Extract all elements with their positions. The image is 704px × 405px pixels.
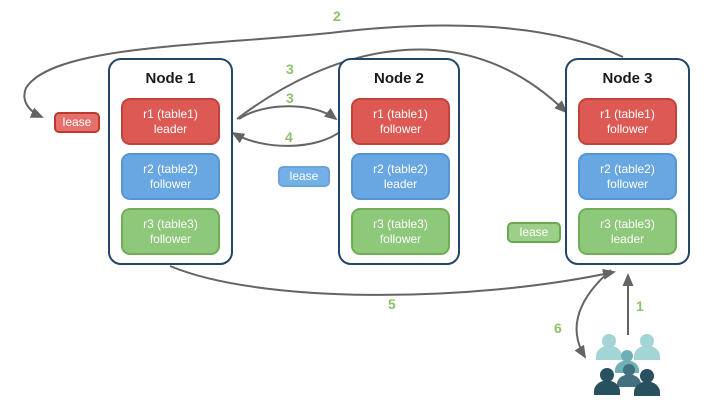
arrow-step-5: [169, 265, 616, 296]
node-2-replica-r3: r3 (table3) follower: [351, 208, 450, 255]
replica-name: r2 (table2): [600, 161, 655, 176]
replica-role: leader: [610, 231, 645, 246]
user-center-front: [617, 364, 641, 387]
replica-name: r3 (table3): [600, 216, 655, 231]
replica-name: r3 (table3): [143, 216, 198, 231]
node-3-title: Node 3: [602, 70, 653, 87]
node-1-title: Node 1: [145, 70, 196, 87]
replica-name: r1 (table1): [600, 106, 655, 121]
node-2-replica-r2: r2 (table2) leader: [351, 153, 450, 200]
node-1: Node 1 r1 (table1) leader r2 (table2) fo…: [108, 58, 233, 265]
node-2-replica-r1: r1 (table1) follower: [351, 98, 450, 145]
step-label-3b: 3: [286, 90, 294, 106]
step-label-1: 1: [636, 298, 644, 314]
replica-role: follower: [149, 231, 192, 246]
node-1-replica-r2: r2 (table2) follower: [121, 153, 220, 200]
lease-badge-table1: lease: [54, 112, 100, 133]
replica-name: r2 (table2): [143, 161, 198, 176]
replica-role: leader: [153, 121, 188, 136]
node-3: Node 3 r1 (table1) follower r2 (table2) …: [565, 58, 690, 265]
arrow-step-3-to-node2: [238, 105, 338, 121]
node-2-title: Node 2: [373, 70, 424, 87]
node-2: Node 2 r1 (table1) follower r2 (table2) …: [338, 58, 460, 265]
users-group-icon: [594, 334, 660, 396]
replica-role: follower: [149, 176, 192, 191]
replica-role: follower: [379, 121, 422, 136]
replica-name: r1 (table1): [373, 106, 428, 121]
node-1-replica-r1: r1 (table1) leader: [121, 98, 220, 145]
step-label-2: 2: [333, 8, 341, 24]
replica-role: follower: [606, 176, 649, 191]
user-back-right: [634, 334, 660, 360]
user-front-right: [634, 369, 660, 396]
replica-name: r2 (table2): [373, 161, 428, 176]
user-front-left: [594, 368, 620, 395]
step-label-5: 5: [388, 296, 396, 312]
step-label-6: 6: [554, 320, 562, 336]
lease-badge-table2: lease: [278, 166, 330, 187]
step-label-4: 4: [285, 129, 293, 145]
replica-role: follower: [606, 121, 649, 136]
step-label-3a: 3: [286, 61, 294, 77]
node-3-replica-r2: r2 (table2) follower: [578, 153, 677, 200]
node-3-replica-r3: r3 (table3) leader: [578, 208, 677, 255]
node-1-replica-r3: r3 (table3) follower: [121, 208, 220, 255]
replica-role: follower: [379, 231, 422, 246]
user-back-left: [596, 334, 622, 360]
replica-name: r1 (table1): [143, 106, 198, 121]
replica-name: r3 (table3): [373, 216, 428, 231]
replica-role: leader: [383, 176, 418, 191]
node-3-replica-r1: r1 (table1) follower: [578, 98, 677, 145]
lease-badge-table3: lease: [507, 222, 561, 243]
